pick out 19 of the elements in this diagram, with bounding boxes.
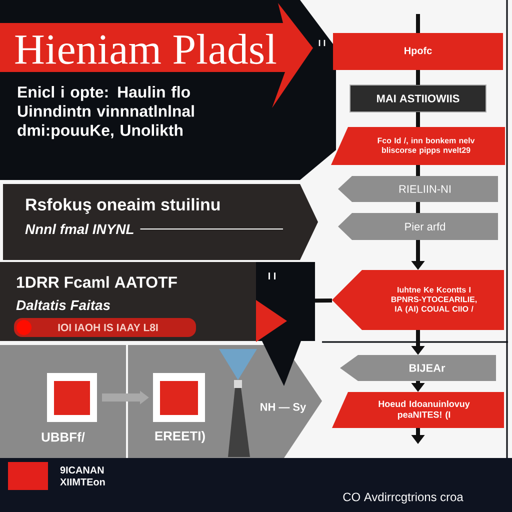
arrow-box: Pier arfd (338, 213, 498, 240)
connector-line (416, 202, 420, 213)
square-tile (47, 373, 97, 422)
connector-line (416, 165, 420, 176)
step-box: Hoeud Idoanuinlovuy peaNITES! (I (332, 392, 504, 428)
connector-line (416, 70, 420, 85)
step-box: MAI ASTIIOWIIS (350, 84, 486, 112)
arrow-box: BIJEAr (340, 355, 496, 381)
connector-line (416, 112, 420, 127)
step-box: Hpofc (333, 33, 503, 70)
connector-line (416, 14, 420, 33)
connector-line (315, 298, 332, 303)
status-bar: IOI IAOH IS IAAY L8I (14, 318, 196, 337)
square-tile (153, 373, 205, 422)
body-text: Enicl i opte: Haulin flo Uinndintn vinnnatlnlnal dmi:pouuKe, Unolikth (18, 86, 194, 140)
small-text: I I (268, 272, 276, 280)
arrow-box: RIELIIN-NI (338, 176, 498, 202)
legend-text: 9ICANAN XIIMTEon (60, 466, 105, 486)
footer-text: CO Avdirrcgtrions croa (343, 492, 464, 504)
